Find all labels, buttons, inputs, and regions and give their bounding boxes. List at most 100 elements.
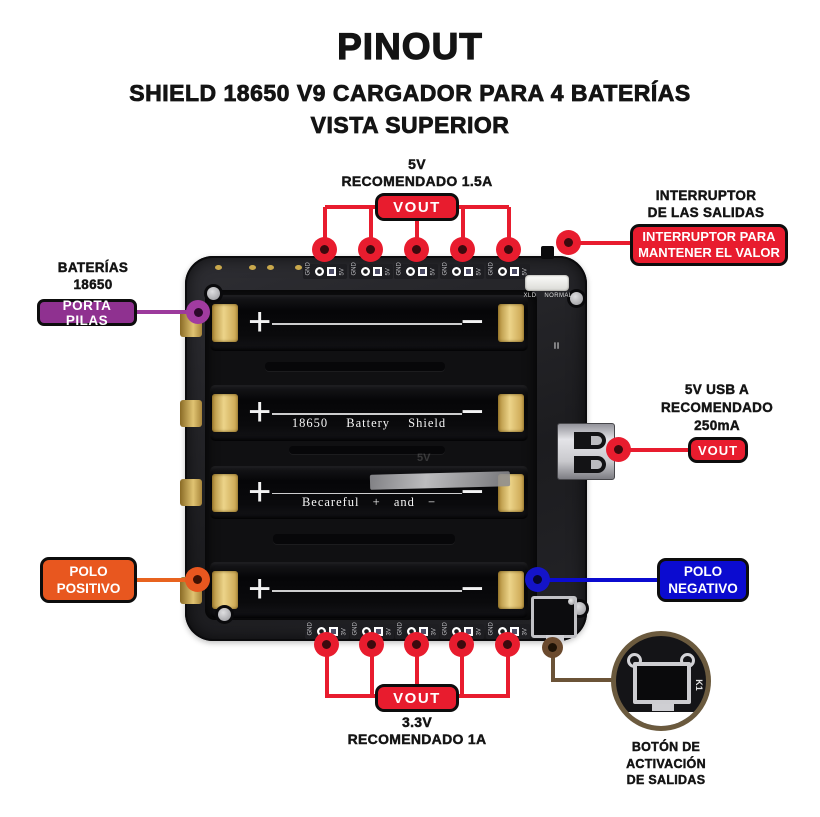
square-pad-icon xyxy=(326,267,336,276)
minus-symbol: − xyxy=(460,389,484,434)
pad-label-gnd: GND xyxy=(442,621,448,635)
callout-line xyxy=(130,578,198,582)
round-pad-icon xyxy=(497,267,507,276)
pad-group-top-3: GND 5V xyxy=(394,262,438,279)
plus-symbol: + xyxy=(248,469,272,514)
callout-line xyxy=(415,645,419,698)
battery-contact-left xyxy=(212,394,238,432)
page-subtitle-line1: SHIELD 18650 V9 CARGADOR PARA 4 BATERÍAS xyxy=(129,80,691,107)
activation-button-label: BOTÓN DE ACTIVACIÓN DE SALIDAS xyxy=(591,739,741,789)
round-pad-icon xyxy=(361,627,371,636)
activation-button-label-line2: ACTIVACIÓN xyxy=(626,756,706,771)
battery-slot-3: + − Becareful + and − xyxy=(210,466,528,519)
square-pad-icon xyxy=(372,267,382,276)
callout-top-heading-line1: 5V xyxy=(408,156,426,172)
activation-button-label-line3: DE SALIDAS xyxy=(626,773,706,787)
battery-contact-left xyxy=(212,304,238,342)
square-pad-icon xyxy=(417,267,427,276)
round-pad-icon xyxy=(314,267,324,276)
battery-slot-4: + − xyxy=(210,562,528,618)
magnified-button xyxy=(633,662,691,704)
magnifier-background xyxy=(616,712,706,726)
callout-usb-heading-line1: 5V USB A xyxy=(684,382,750,397)
gold-pad xyxy=(215,265,222,270)
pad-group-bottom-2: GND 3V xyxy=(350,621,394,639)
pin-marker xyxy=(186,300,210,324)
pin-marker xyxy=(404,632,429,657)
pin-marker xyxy=(525,567,550,592)
pin-marker xyxy=(606,437,631,462)
pin-marker xyxy=(358,237,383,262)
square-pad-icon xyxy=(509,267,519,276)
pad-label-gnd: GND xyxy=(307,621,313,635)
pad-label-gnd: GND xyxy=(305,261,311,275)
pad-label-gnd: GND xyxy=(352,621,358,635)
square-pad-icon xyxy=(463,267,473,276)
pin-marker xyxy=(496,237,521,262)
pin-marker xyxy=(404,237,429,262)
slot-wire xyxy=(272,323,462,325)
interruptor-badge: INTERRUPTOR PARA MANTENER EL VALOR xyxy=(630,224,788,266)
pad-label-3v: 3V xyxy=(476,627,482,635)
slot-wire xyxy=(272,492,462,494)
pad-group-top-4: GND 5V xyxy=(440,262,484,279)
plus-symbol: + xyxy=(248,299,272,344)
edge-contact-tab xyxy=(180,400,202,427)
divider-channel xyxy=(273,534,455,544)
callout-line xyxy=(323,207,327,250)
callout-bottom-heading-line2: RECOMENDADO 1A xyxy=(347,731,487,747)
pad-label-gnd: GND xyxy=(488,261,494,275)
pad-label-5v: 5V xyxy=(476,267,482,275)
pad-group-top-5: GND 5V xyxy=(486,261,530,279)
battery-contact-left xyxy=(212,473,238,512)
callout-holder-heading-line2: 18650 xyxy=(73,277,113,292)
pin-marker xyxy=(450,237,475,262)
minus-symbol: − xyxy=(460,469,484,514)
edge-contact-tab xyxy=(180,479,202,506)
usb-contact xyxy=(574,432,606,449)
callout-line xyxy=(130,310,198,314)
callout-switch-heading: INTERRUPTOR DE LAS SALIDAS xyxy=(606,187,806,221)
interruptor-badge-line1: INTERRUPTOR PARA xyxy=(642,229,776,244)
round-pad-icon xyxy=(405,267,415,276)
pad-label-gnd: GND xyxy=(397,621,403,635)
callout-line xyxy=(369,207,373,250)
pin-marker xyxy=(314,632,339,657)
pad-label-3v: 3V xyxy=(386,627,392,635)
pad-label-3v: 3V xyxy=(522,627,528,635)
callout-usb-heading: 5V USB A RECOMENDADO 250mA xyxy=(632,381,802,435)
round-pad-icon xyxy=(497,627,507,636)
faint-5v-mark: 5V xyxy=(417,452,431,464)
vout-badge-top: VOUT xyxy=(375,193,459,221)
vout-badge-usb: VOUT xyxy=(688,437,748,463)
pin-marker xyxy=(542,637,563,658)
pad-group-top-2: GND 5V xyxy=(349,262,393,279)
pin-marker xyxy=(359,632,384,657)
pad-label-3v: 3V xyxy=(431,627,437,635)
slot-wire xyxy=(272,590,462,592)
callout-usb-heading-line3: 250mA xyxy=(694,418,740,433)
callout-bottom-heading: 3.3V RECOMENDADO 1A xyxy=(292,714,542,748)
polo-negativo-line2: NEGATIVO xyxy=(668,581,738,596)
callout-line xyxy=(551,678,615,682)
pad-label-5v: 5V xyxy=(339,267,345,275)
pad-label-5v: 5V xyxy=(522,267,528,275)
activation-button xyxy=(531,596,577,641)
callout-top-heading: 5V RECOMENDADO 1.5A xyxy=(292,156,542,190)
magnified-button-foot xyxy=(652,704,674,711)
porta-pilas-badge: PORTA PILAS xyxy=(37,298,137,328)
pad-label-5v: 5V xyxy=(385,267,391,275)
slot-3-silkscreen: Becareful + and − xyxy=(301,495,437,510)
gold-pad xyxy=(295,265,302,270)
battery-slot-2: + − 18650 Battery Shield xyxy=(210,385,528,441)
pad-label-gnd: GND xyxy=(488,621,494,635)
callout-line xyxy=(507,207,511,250)
pad-group-top-1: GND 5V xyxy=(303,261,347,279)
polo-positivo-line2: POSITIVO xyxy=(56,581,121,596)
slide-switch xyxy=(525,275,569,291)
double-bar-mark: = xyxy=(549,341,565,350)
divider-channel xyxy=(265,362,445,371)
callout-switch-heading-line2: DE LAS SALIDAS xyxy=(647,205,765,220)
usb-a-port xyxy=(557,423,615,480)
